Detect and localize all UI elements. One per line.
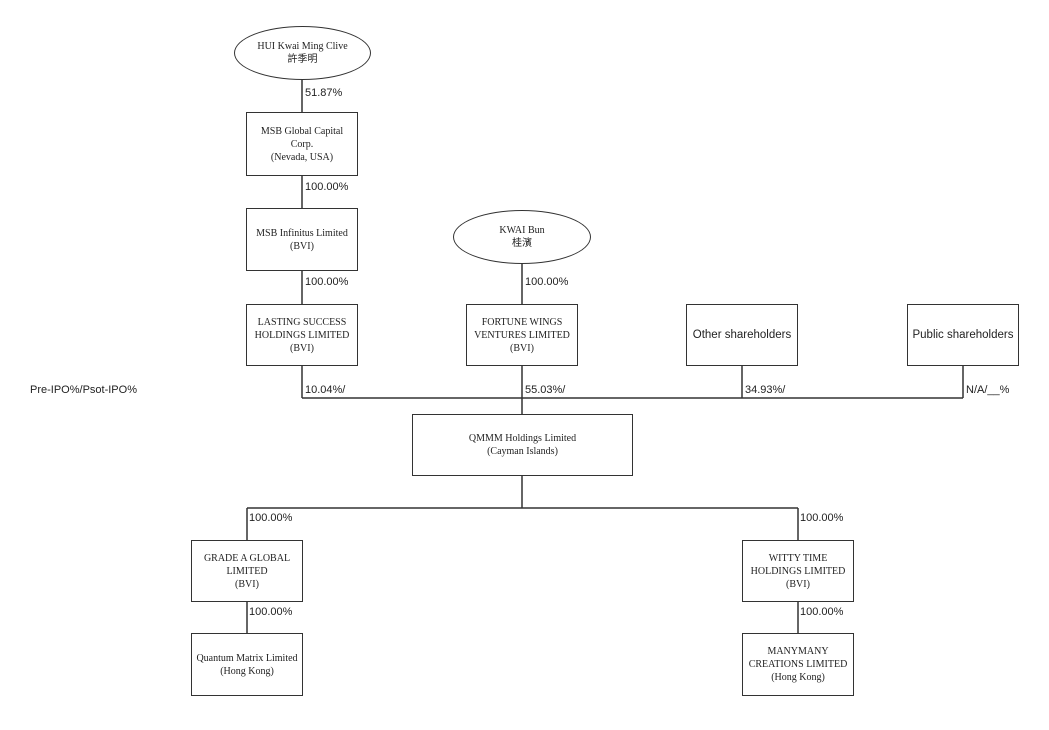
quantum-line2: (Hong Kong) [220,665,274,677]
pct-grade-a-quantum: 100.00% [249,606,293,618]
entity-witty-time: WITTY TIME HOLDINGS LIMITED (BVI) [742,540,854,602]
public-shareholders-label: Public shareholders [912,328,1014,341]
kwai-bun-chinese-name: 桂濱 [512,238,532,249]
shareholder-hui-oval: HUI Kwai Ming Clive 許季明 [234,26,371,80]
pct-witty-manymany: 100.00% [800,606,844,618]
msb-global-line3: (Nevada, USA) [270,151,334,163]
pct-lasting-qmmm: 10.04%/ [305,384,346,396]
witty-line1: WITTY TIME [768,552,828,564]
lasting-line2: HOLDINGS LIMITED [254,329,350,341]
quantum-line1: Quantum Matrix Limited [196,652,298,664]
fortune-line2: VENTURES LIMITED [474,329,570,341]
pct-hui-msb-global: 51.87% [305,87,343,99]
pct-qmmm-witty: 100.00% [800,512,844,524]
row-label: Pre-IPO%/Psot-IPO% [30,384,137,396]
pct-public-qmmm: N/A/__% [966,384,1010,396]
pct-qmmm-grade-a: 100.00% [249,512,293,524]
grade-a-line1: GRADE A GLOBAL [203,552,291,564]
entity-public-shareholders: Public shareholders [907,304,1019,366]
msb-infinitus-line2: (BVI) [290,240,314,252]
grade-a-line2: LIMITED [226,565,268,577]
witty-line3: (BVI) [786,578,810,590]
entity-msb-global-capital: MSB Global Capital Corp. (Nevada, USA) [246,112,358,176]
msb-global-line1: MSB Global Capital [260,125,344,137]
entity-grade-a-global: GRADE A GLOBAL LIMITED (BVI) [191,540,303,602]
pct-kwai-fortune: 100.00% [525,276,569,288]
manymany-line1: MANYMANY [767,646,829,657]
entity-fortune-wings: FORTUNE WINGS VENTURES LIMITED (BVI) [466,304,578,366]
manymany-line3: (Hong Kong) [771,672,825,683]
msb-infinitus-line1: MSB Infinitus Limited [256,227,348,239]
fortune-line1: FORTUNE WINGS [481,316,563,328]
entity-lasting-success: LASTING SUCCESS HOLDINGS LIMITED (BVI) [246,304,358,366]
pct-infinitus-lasting: 100.00% [305,276,349,288]
fortune-line3: (BVI) [510,342,534,354]
hui-chinese-name: 許季明 [287,54,318,65]
grade-a-line3: (BVI) [235,578,259,590]
qmmm-line2: (Cayman Islands) [487,446,558,457]
entity-msb-infinitus: MSB Infinitus Limited (BVI) [246,208,358,271]
entity-other-shareholders: Other shareholders [686,304,798,366]
pct-msb-global-infinitus: 100.00% [305,181,349,193]
witty-line2: HOLDINGS LIMITED [750,565,846,577]
entity-manymany-creations: MANYMANY CREATIONS LIMITED (Hong Kong) [742,633,854,696]
msb-global-line2: Corp. [290,138,314,150]
pct-other-qmmm: 34.93%/ [745,384,786,396]
other-shareholders-label: Other shareholders [692,328,792,341]
kwai-bun-name: KWAI Bun [499,225,545,236]
hui-name: HUI Kwai Ming Clive [257,41,348,52]
lasting-line3: (BVI) [290,342,314,354]
shareholder-kwai-bun-oval: KWAI Bun 桂濱 [453,210,591,264]
lasting-line1: LASTING SUCCESS [257,316,347,328]
qmmm-line1: QMMM Holdings Limited [468,433,577,444]
entity-qmmm-holdings: QMMM Holdings Limited (Cayman Islands) [412,414,633,476]
entity-quantum-matrix: Quantum Matrix Limited (Hong Kong) [191,633,303,696]
manymany-line2: CREATIONS LIMITED [748,659,848,670]
pct-fortune-qmmm: 55.03%/ [525,384,566,396]
